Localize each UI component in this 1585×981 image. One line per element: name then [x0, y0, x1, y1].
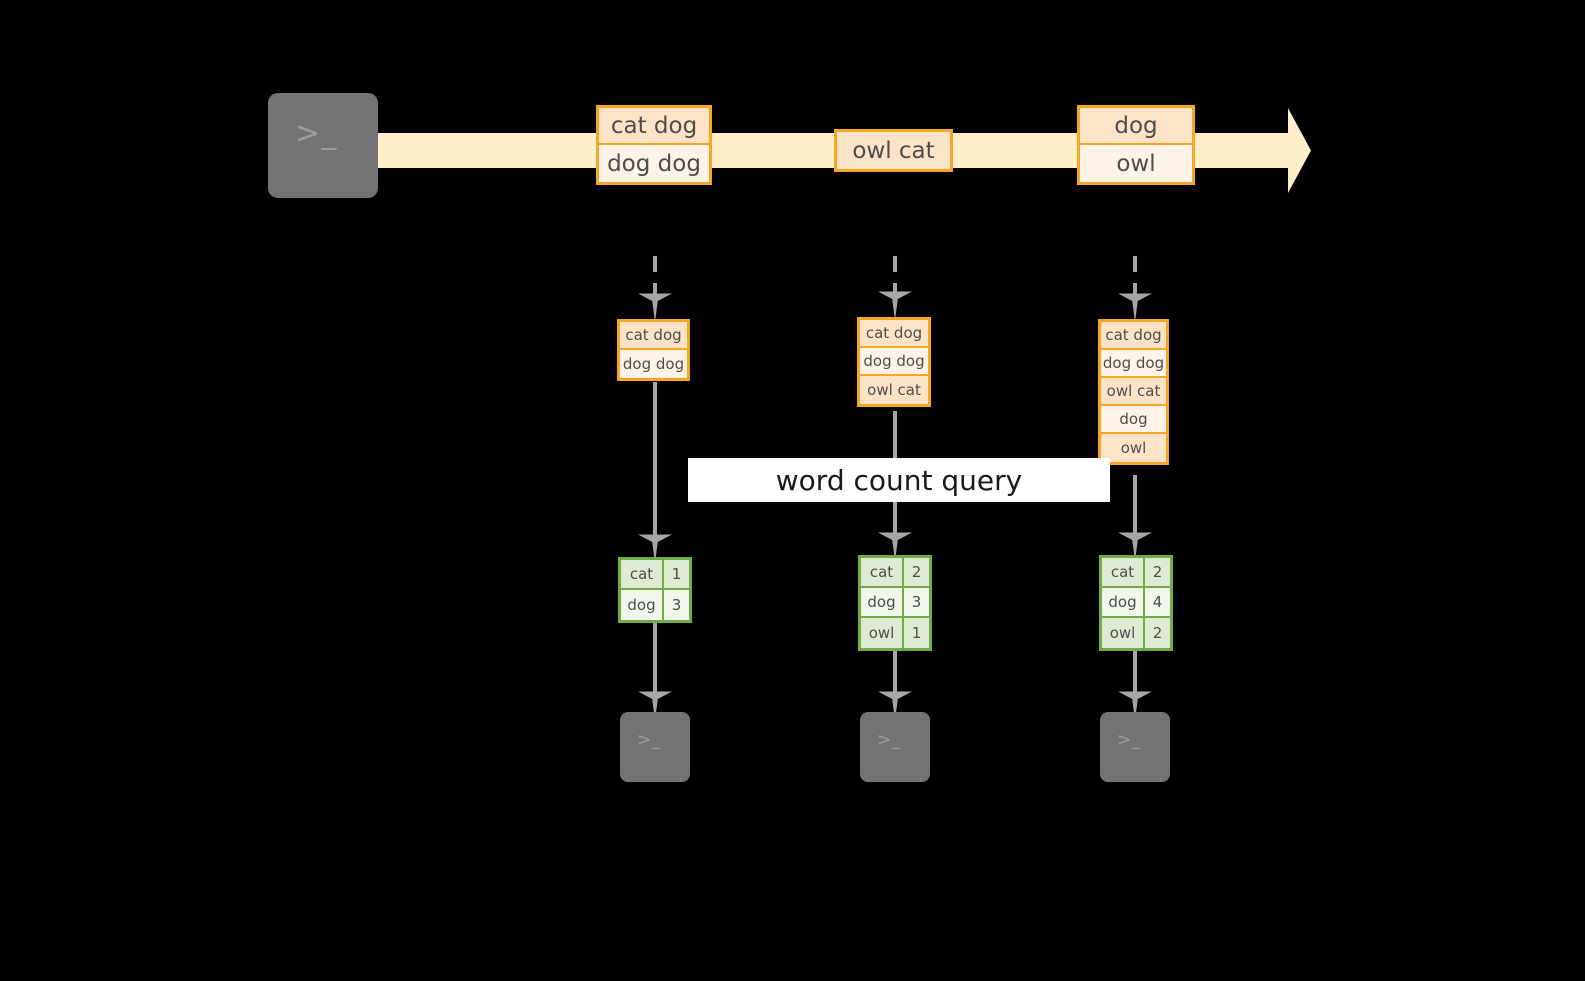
terminal-screen: [867, 719, 923, 775]
result-word: cat: [1102, 558, 1145, 586]
accumulated-records-2[interactable]: cat dog dog dog owl cat: [857, 317, 931, 407]
stream-record-line: owl cat: [837, 132, 950, 169]
result-word: dog: [1102, 588, 1145, 616]
result-word: cat: [621, 560, 664, 588]
stream-record-line: cat dog: [599, 108, 709, 145]
result-row: cat 2: [1102, 558, 1170, 588]
sink-terminal-icon-1[interactable]: >_: [620, 712, 690, 782]
result-count: 1: [904, 618, 929, 648]
result-row: dog 3: [621, 590, 689, 620]
accumulated-record-line: owl cat: [860, 376, 928, 404]
result-count: 2: [904, 558, 929, 586]
result-count: 1: [664, 560, 689, 588]
stream-record-line: owl: [1080, 145, 1192, 182]
result-row: dog 4: [1102, 588, 1170, 618]
accumulated-record-line: owl cat: [1101, 378, 1166, 406]
result-row: cat 1: [621, 560, 689, 590]
stream-record-group-1[interactable]: cat dog dog dog: [596, 105, 712, 185]
stream-record-group-3[interactable]: dog owl: [1077, 105, 1195, 185]
result-table-3[interactable]: cat 2 dog 4 owl 2: [1099, 555, 1173, 651]
result-count: 2: [1145, 558, 1170, 586]
result-word: dog: [621, 590, 664, 620]
stream-record-group-2[interactable]: owl cat: [834, 129, 953, 172]
result-table-1[interactable]: cat 1 dog 3: [618, 557, 692, 623]
source-terminal-icon[interactable]: >_: [268, 93, 378, 198]
terminal-screen: [1107, 719, 1163, 775]
terminal-screen: [627, 719, 683, 775]
terminal-prompt-glyph: >_: [637, 730, 662, 750]
accumulated-record-line: dog dog: [1101, 350, 1166, 378]
result-word: dog: [861, 588, 904, 616]
result-count: 4: [1145, 588, 1170, 616]
accumulated-records-1[interactable]: cat dog dog dog: [617, 319, 690, 381]
terminal-prompt-glyph: >_: [877, 730, 902, 750]
sink-terminal-icon-3[interactable]: >_: [1100, 712, 1170, 782]
result-word: owl: [1102, 618, 1145, 648]
stream-record-line: dog: [1080, 108, 1192, 145]
query-label: word count query: [688, 458, 1110, 502]
result-row: dog 3: [861, 588, 929, 618]
stream-record-line: dog dog: [599, 145, 709, 182]
accumulated-record-line: cat dog: [860, 320, 928, 348]
result-row: owl 1: [861, 618, 929, 648]
accumulated-record-line: owl: [1101, 434, 1166, 462]
sink-terminal-icon-2[interactable]: >_: [860, 712, 930, 782]
result-row: cat 2: [861, 558, 929, 588]
accumulated-record-line: dog dog: [620, 350, 687, 378]
result-word: cat: [861, 558, 904, 586]
terminal-prompt-glyph: >_: [295, 116, 338, 151]
result-count: 3: [664, 590, 689, 620]
accumulated-record-line: dog dog: [860, 348, 928, 376]
accumulated-record-line: cat dog: [1101, 322, 1166, 350]
result-count: 3: [904, 588, 929, 616]
accumulated-record-line: cat dog: [620, 322, 687, 350]
result-row: owl 2: [1102, 618, 1170, 648]
result-count: 2: [1145, 618, 1170, 648]
result-table-2[interactable]: cat 2 dog 3 owl 1: [858, 555, 932, 651]
accumulated-record-line: dog: [1101, 406, 1166, 434]
accumulated-records-3[interactable]: cat dog dog dog owl cat dog owl: [1098, 319, 1169, 465]
terminal-prompt-glyph: >_: [1117, 730, 1142, 750]
terminal-screen: [279, 103, 367, 188]
result-word: owl: [861, 618, 904, 648]
